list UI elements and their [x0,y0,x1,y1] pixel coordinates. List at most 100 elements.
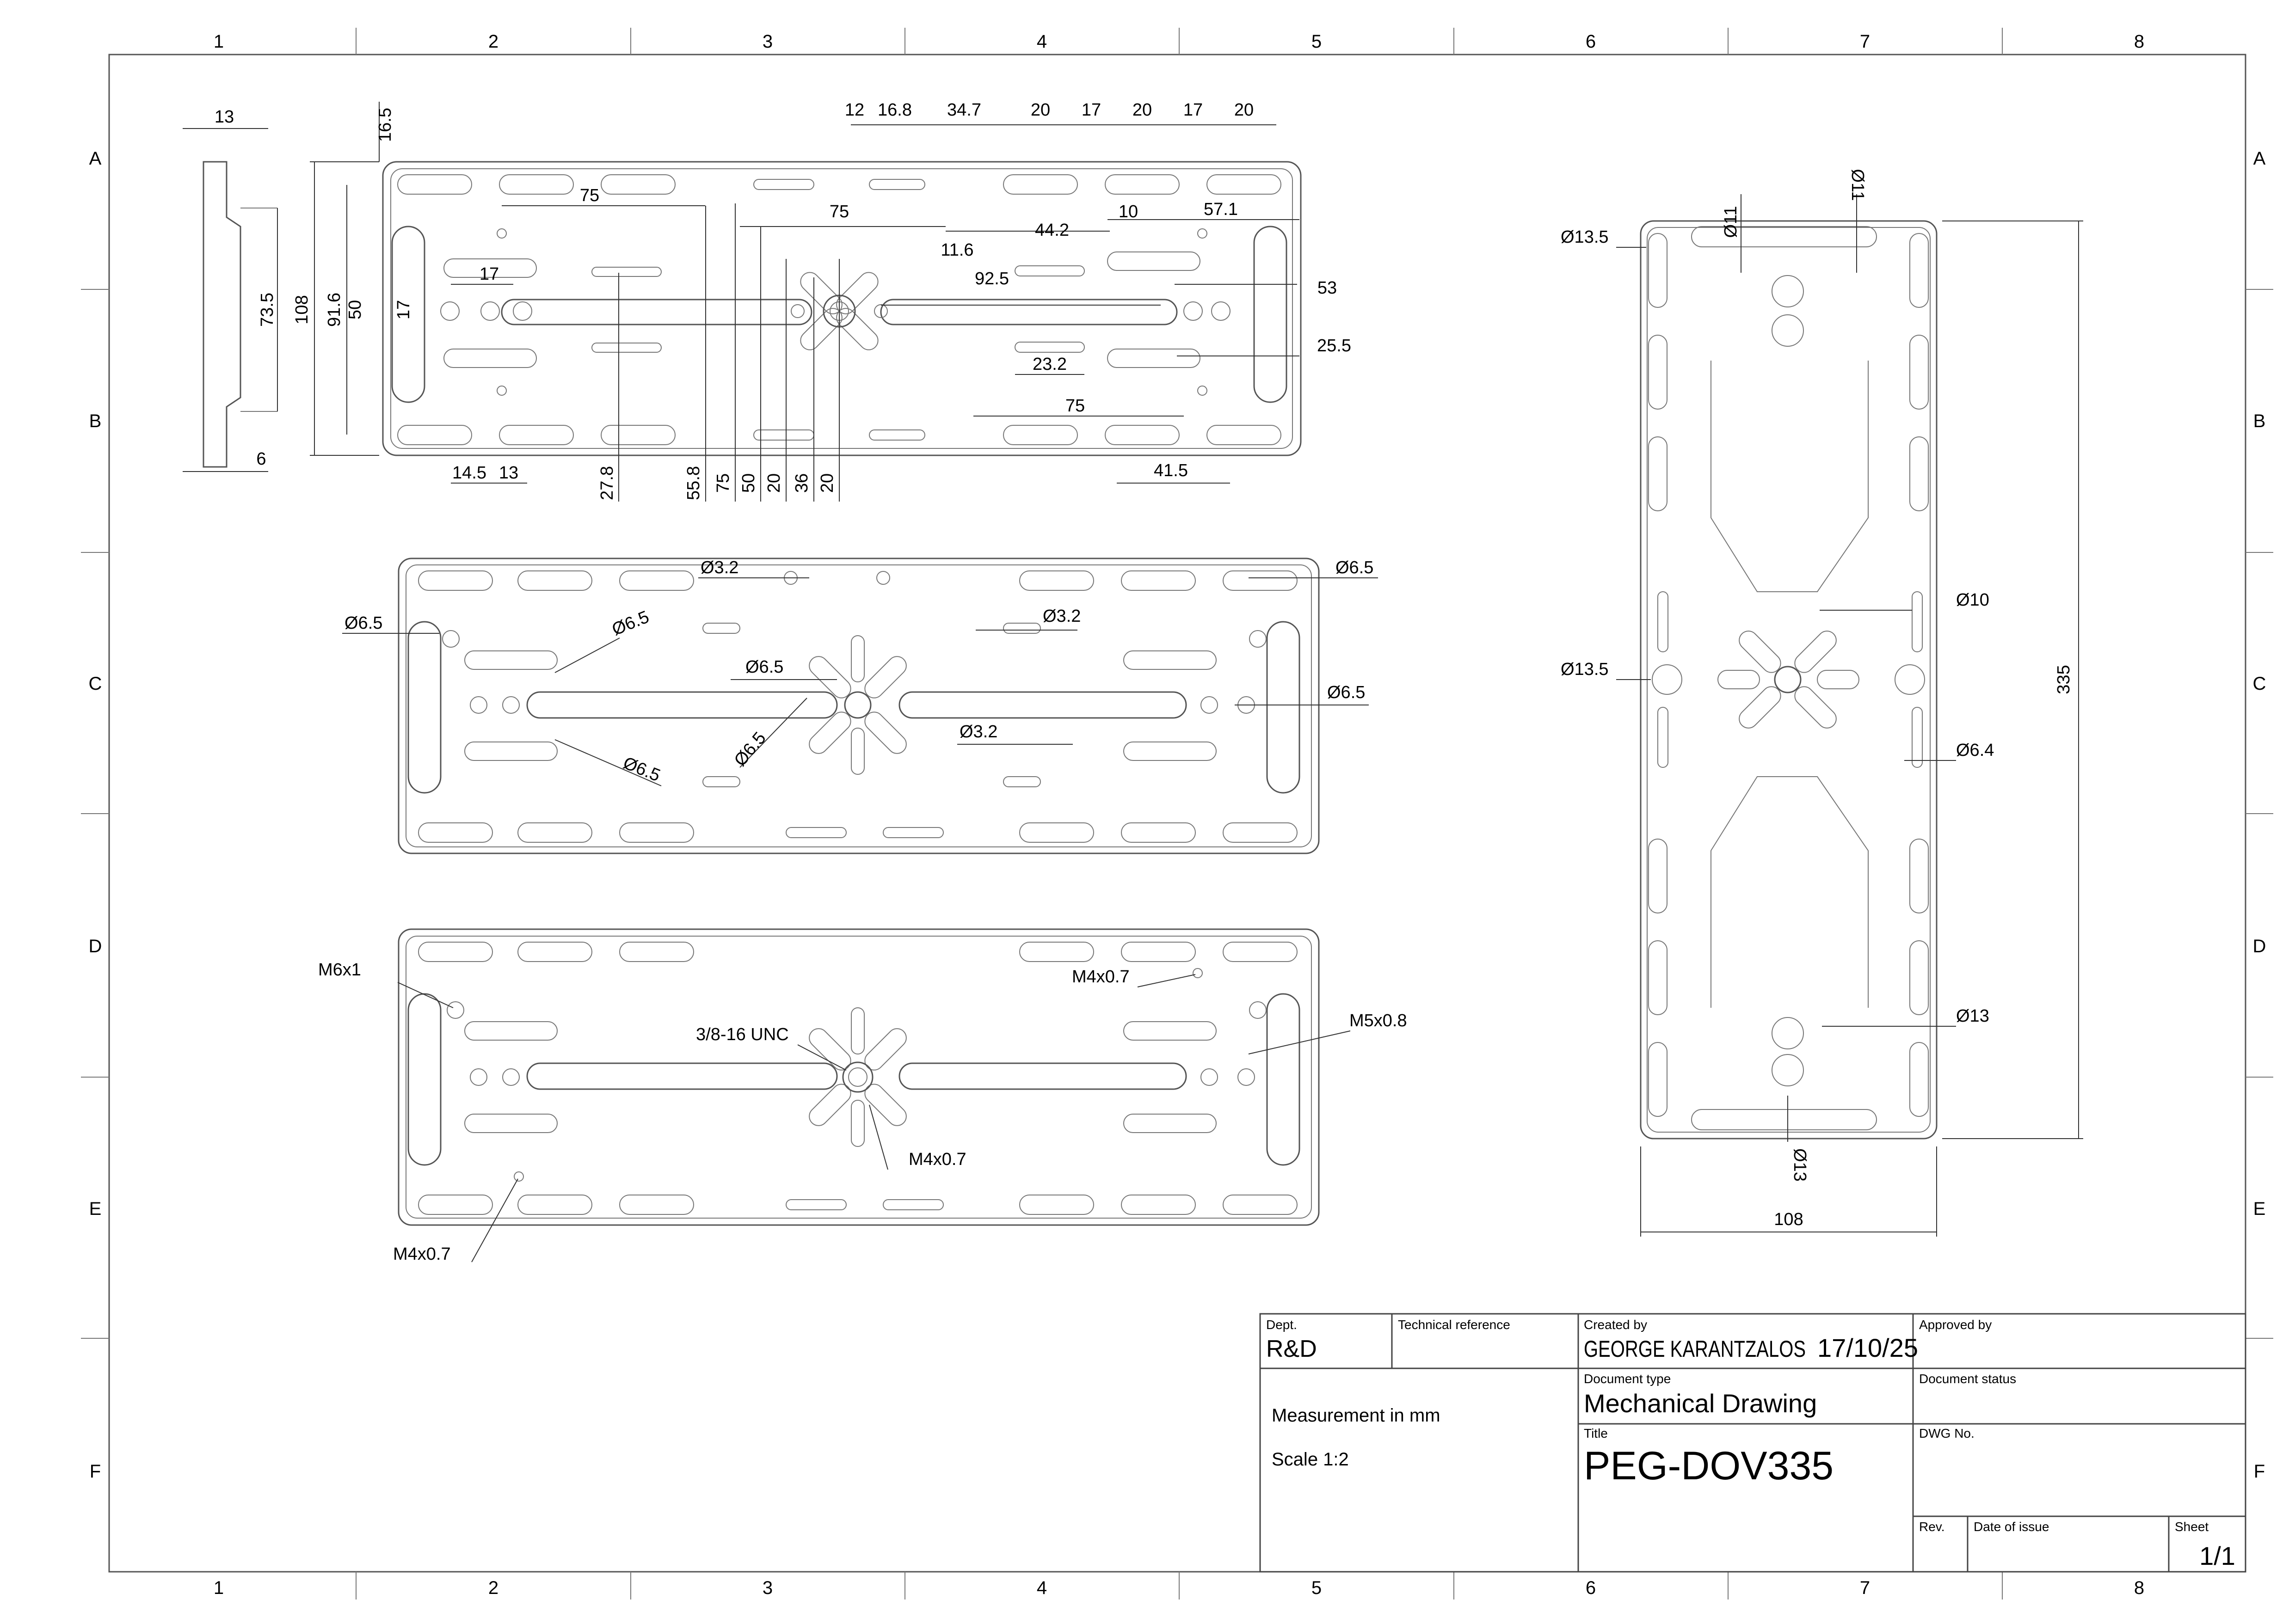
sheet-label: Sheet [2175,1520,2209,1534]
dim-36: 36 [792,473,812,493]
callout-dia-6-4: Ø6.4 [1956,741,1994,760]
dim-13: 13 [215,107,234,127]
dim-27-8: 27.8 [597,466,617,500]
grid-row-b: B [2253,411,2266,431]
grid-column-labels-top: 1 2 3 4 5 6 7 8 [214,31,2144,52]
callout-dia-6-5: Ø6.5 [1335,558,1373,577]
doctype-label: Document type [1584,1372,1671,1386]
callout-m4x0-7: M4x0.7 [393,1244,451,1264]
dim-20: 20 [818,473,837,493]
dim-75: 75 [580,186,599,205]
dim-108: 108 [1774,1210,1803,1229]
docstatus-label: Document status [1919,1372,2016,1386]
callout-dia-6-5: Ø6.5 [745,657,783,677]
grid-col-1: 1 [214,1578,224,1598]
grid-row-c: C [89,674,102,694]
dim-44-2: 44.2 [1035,221,1069,240]
grid-col-6: 6 [1586,1578,1596,1598]
dim-75: 75 [1065,396,1085,416]
callout-dia-6-5: Ø6.5 [345,613,382,633]
dim-13: 13 [499,463,518,483]
scale-note: Scale 1:2 [1272,1449,1349,1470]
grid-column-labels-bottom: 1 2 3 4 5 6 7 8 [214,1578,2144,1598]
callout-m4x0-7: M4x0.7 [1072,967,1130,987]
dim-6: 6 [256,449,266,469]
dim-11-6: 11.6 [941,240,973,260]
dim-75: 75 [830,202,849,221]
grid-col-2: 2 [488,1578,498,1598]
dim-14-5: 14.5 [452,463,486,483]
dim-92-5: 92.5 [975,269,1009,288]
dim-91-6: 91.6 [325,293,344,327]
callout-dia-13-5: Ø13.5 [1561,660,1609,679]
grid-row-e: E [89,1199,102,1219]
callout-m6x1: M6x1 [318,960,361,980]
grid-row-labels-left: A B C D E F [89,148,102,1482]
dim-335: 335 [2054,665,2073,694]
right-plate-view: Ø13.5 Ø11 Ø11 Ø10 Ø13.5 Ø6.4 Ø13 Ø13 335… [1561,169,2083,1237]
title-value: PEG-DOV335 [1584,1444,1834,1488]
dim-34-7: 34.7 [947,100,981,120]
dim-55-8: 55.8 [684,466,703,500]
dim-16-8: 16.8 [878,100,912,120]
grid-col-8: 8 [2134,31,2144,52]
dim-53: 53 [1317,278,1337,298]
grid-row-labels-right: A B C D E F [2253,148,2266,1482]
dim-108: 108 [292,295,312,324]
callout-dia-13-5: Ø13.5 [1561,227,1609,247]
dim-17: 17 [394,300,413,319]
dept-label: Dept. [1266,1318,1297,1332]
grid-col-6: 6 [1586,31,1596,52]
approved-label: Approved by [1919,1318,1992,1332]
callout-m4x0-7: M4x0.7 [909,1150,966,1169]
callout-dia-3-2: Ø3.2 [960,722,997,742]
grid-col-4: 4 [1037,31,1047,52]
dim-25-5: 25.5 [1317,336,1351,355]
grid-row-a: A [89,148,102,169]
grid-row-d: D [89,936,102,956]
dim-16-5: 16.5 [375,108,395,142]
dim-50: 50 [345,300,365,319]
dwg-label: DWG No. [1919,1426,1975,1440]
dim-41-5: 41.5 [1154,461,1188,480]
dim-17: 17 [1082,100,1101,120]
dim-50: 50 [739,473,758,493]
techref-label: Technical reference [1398,1318,1510,1332]
grid-row-b: B [89,411,102,431]
title-label: Title [1584,1426,1608,1440]
dim-17: 17 [1183,100,1203,120]
dim-20: 20 [1031,100,1050,120]
sheet-value: 1/1 [2199,1541,2235,1570]
grid-col-3: 3 [763,1578,773,1598]
callout-m5x0-8: M5x0.8 [1349,1011,1407,1030]
grid-row-f: F [2254,1461,2265,1482]
callout-dia-6-5: Ø6.5 [609,607,652,640]
dim-10: 10 [1119,202,1138,221]
doctype-value: Mechanical Drawing [1584,1389,1817,1418]
callout-dia-6-5: Ø6.5 [621,753,663,785]
dim-75: 75 [714,473,733,493]
dim-17: 17 [480,264,499,284]
bottom-plate-view: M6x1 M4x0.7 M5x0.8 3/8-16 UNC M4x0.7 M4x… [318,928,1407,1264]
callout-dia-13: Ø13 [1790,1148,1809,1182]
dim-23-2: 23.2 [1033,355,1067,374]
title-block: Dept. R&D Technical reference Created by… [1259,1313,2246,1573]
callout-dia-10: Ø10 [1956,590,1989,610]
created-date: 17/10/25 [1817,1333,1918,1362]
grid-row-e: E [2253,1199,2266,1219]
grid-row-f: F [90,1461,101,1482]
grid-col-8: 8 [2134,1578,2144,1598]
callout-3-8-16-unc: 3/8-16 UNC [696,1025,789,1044]
top-plate-view: 12 16.8 34.7 20 17 20 17 20 75 75 44.2 1… [292,100,1351,502]
dim-57-1: 57.1 [1204,200,1238,219]
dept-value: R&D [1266,1336,1317,1362]
grid-col-2: 2 [488,31,498,52]
dim-12: 12 [845,100,864,120]
date-of-issue-label: Date of issue [1974,1520,2049,1534]
rev-label: Rev. [1919,1520,1945,1534]
grid-col-5: 5 [1311,1578,1322,1598]
grid-col-4: 4 [1037,1578,1047,1598]
dim-20: 20 [764,473,784,493]
measure-note: Measurement in mm [1272,1405,1440,1426]
